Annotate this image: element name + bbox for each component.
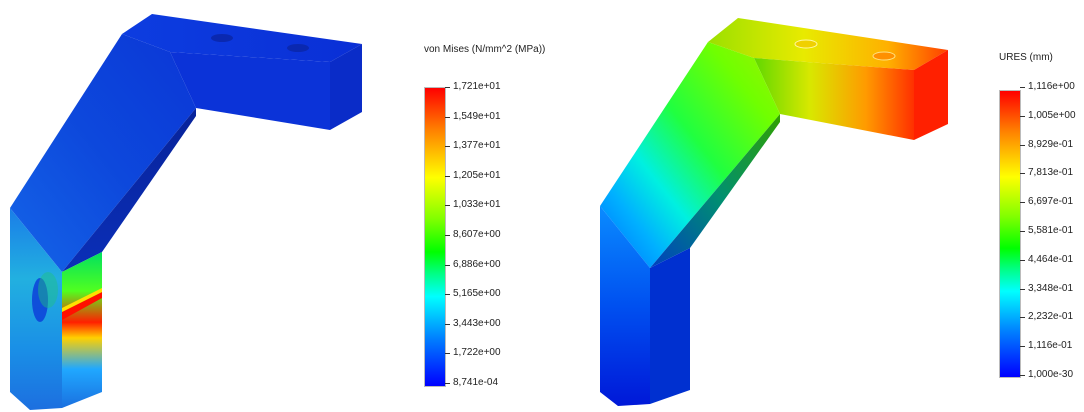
stress-plot-panel: von Mises (N/mm^2 (MPa)) 1,721e+01 1,549e… bbox=[10, 14, 546, 410]
stress-tick-label: 1,721e+01 bbox=[445, 81, 501, 92]
stress-legend-title: von Mises (N/mm^2 (MPa)) bbox=[424, 44, 546, 55]
stress-tick-label: 6,886e+00 bbox=[445, 258, 501, 270]
stress-arm-inner-side bbox=[62, 108, 196, 272]
disp-arm-inner-side bbox=[650, 114, 780, 268]
displacement-tick-label: 8,929e-01 bbox=[1019, 138, 1074, 150]
stress-tick-label: 8,741e-04 bbox=[444, 377, 499, 388]
stress-diagonal-arm bbox=[10, 34, 196, 272]
stress-beam-front-face bbox=[170, 52, 330, 130]
displacement-tick-label: 3,348e-01 bbox=[1019, 282, 1074, 294]
stress-bolt-hole bbox=[287, 44, 309, 52]
displacement-tick-label: 5,581e-01 bbox=[1019, 225, 1074, 236]
displacement-tick-label: 1,005e+00 bbox=[1020, 109, 1076, 121]
disp-bolt-hole bbox=[794, 39, 818, 49]
disp-diagonal-arm bbox=[600, 42, 780, 268]
stress-tick-label: 3,443e+00 bbox=[445, 317, 501, 329]
stress-leg-side-hot bbox=[62, 252, 102, 408]
displacement-tick-label: 2,232e-01 bbox=[1019, 311, 1074, 323]
stress-peak-band bbox=[62, 292, 102, 320]
displacement-tick-label: 6,697e-01 bbox=[1019, 196, 1074, 208]
stress-beam-end-face bbox=[330, 44, 362, 130]
disp-bolt-hole bbox=[872, 51, 896, 61]
displacement-plot-panel: URES (mm) 1,116e+00 1,005e+00 8,929e-01 7,8… bbox=[542, 0, 1084, 412]
displacement-tick-label: 1,116e+00 bbox=[1020, 81, 1075, 92]
disp-beam-end-face bbox=[914, 50, 948, 140]
displacement-tick-label: 1,116e-01 bbox=[1019, 340, 1073, 352]
disp-leg-side bbox=[650, 248, 690, 404]
displacement-legend-title: URES (mm) bbox=[999, 52, 1053, 63]
stress-peak-glow bbox=[62, 288, 102, 312]
stress-tick-label: 8,607e+00 bbox=[445, 229, 501, 240]
stress-concentration-dark bbox=[32, 278, 48, 322]
displacement-tick-label: 4,464e-01 bbox=[1019, 253, 1074, 265]
displacement-colorbar bbox=[999, 90, 1021, 378]
disp-beam-front-face bbox=[754, 58, 914, 140]
stress-tick-label: 1,033e+01 bbox=[445, 199, 501, 211]
stress-colorbar bbox=[424, 87, 446, 387]
stress-tick-label: 5,165e+00 bbox=[445, 288, 501, 300]
displacement-model-view bbox=[600, 18, 948, 406]
displacement-tick-label: 7,813e-01 bbox=[1019, 167, 1074, 179]
stress-tick-label: 1,549e+01 bbox=[445, 110, 501, 122]
stress-tick-label: 1,377e+01 bbox=[445, 140, 501, 152]
disp-leg-front bbox=[600, 206, 650, 406]
stress-model-view bbox=[10, 14, 362, 410]
stress-tick-label: 1,722e+00 bbox=[445, 347, 501, 359]
displacement-tick-label: 1,000e-30 bbox=[1019, 369, 1074, 380]
stress-concentration-green bbox=[38, 272, 58, 308]
stress-tick-label: 1,205e+01 bbox=[445, 169, 501, 181]
stress-bolt-hole bbox=[211, 34, 233, 42]
